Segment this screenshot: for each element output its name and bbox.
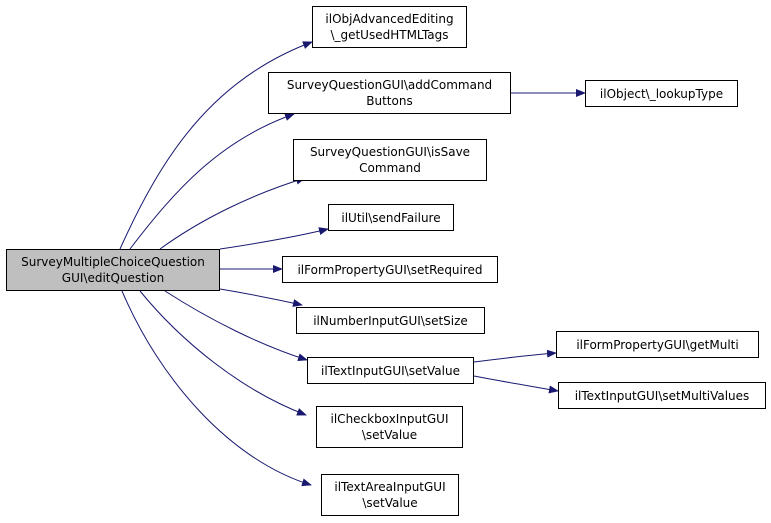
node-label-line1: ilTextInputGUI\setValue (321, 363, 460, 378)
edge-text-set-value-to-set-multi-values (473, 375, 559, 394)
node-label-line1: ilFormPropertyGUI\getMulti (576, 337, 739, 352)
node-label-line2: Command (359, 161, 421, 175)
node-text-set-value[interactable]: ilTextInputGUI\setValue (307, 357, 474, 384)
node-textarea-set-value[interactable]: ilTextAreaInputGUI \setValue (321, 474, 459, 516)
node-set-multi-values[interactable]: ilTextInputGUI\setMultiValues (558, 382, 766, 409)
node-set-size[interactable]: ilNumberInputGUI\setSize (296, 307, 485, 334)
node-label-line1: ilNumberInputGUI\setSize (313, 313, 468, 328)
node-label-line1: ilTextAreaInputGUI (334, 480, 446, 494)
node-advanced-editing[interactable]: ilObjAdvancedEditing \_getUsedHTMLTags (312, 6, 467, 48)
node-label-line1: SurveyQuestionGUI\addCommand (286, 78, 493, 92)
edge-text-set-value-to-get-multi (473, 349, 557, 363)
node-label-line1: ilObjAdvancedEditing (325, 12, 454, 26)
node-checkbox-set-value[interactable]: ilCheckboxInputGUI \setValue (316, 406, 463, 448)
node-label-line2: Buttons (366, 94, 413, 108)
edge-root-to-advanced-editing (119, 41, 313, 250)
node-label-line1: ilObject\_lookupType (599, 86, 724, 101)
node-label-line2: \setValue (362, 496, 418, 510)
edge-root-to-checkbox-set-value (139, 290, 307, 416)
node-label-line2: \setValue (361, 428, 418, 442)
node-label-line1: ilCheckboxInputGUI (330, 412, 449, 426)
node-label-line1: SurveyQuestionGUI\isSave (309, 145, 471, 159)
node-label-line1: ilUtil\sendFailure (341, 210, 441, 225)
node-get-multi[interactable]: ilFormPropertyGUI\getMulti (556, 331, 759, 358)
node-send-failure[interactable]: ilUtil\sendFailure (328, 204, 454, 231)
edge-root-to-textarea-set-value (121, 290, 312, 487)
edge-root-to-add-command-buttons (129, 113, 295, 250)
edge-root-to-is-save-command (159, 176, 306, 250)
node-label-line2: GUI\editQuestion (61, 271, 165, 285)
node-set-required[interactable]: ilFormPropertyGUI\setRequired (282, 256, 498, 283)
node-label-line1: ilTextInputGUI\setMultiValues (574, 388, 750, 403)
node-label-line1: SurveyMultipleChoiceQuestion (21, 255, 205, 269)
edge-root-to-text-set-value (164, 290, 308, 362)
node-label-line2: \_getUsedHTMLTags (330, 28, 449, 42)
node-label-line1: ilFormPropertyGUI\setRequired (297, 262, 483, 277)
edge-root-to-send-failure (219, 227, 329, 250)
edge-root-to-set-size (219, 288, 303, 307)
node-lookup-type[interactable]: ilObject\_lookupType (585, 80, 738, 107)
